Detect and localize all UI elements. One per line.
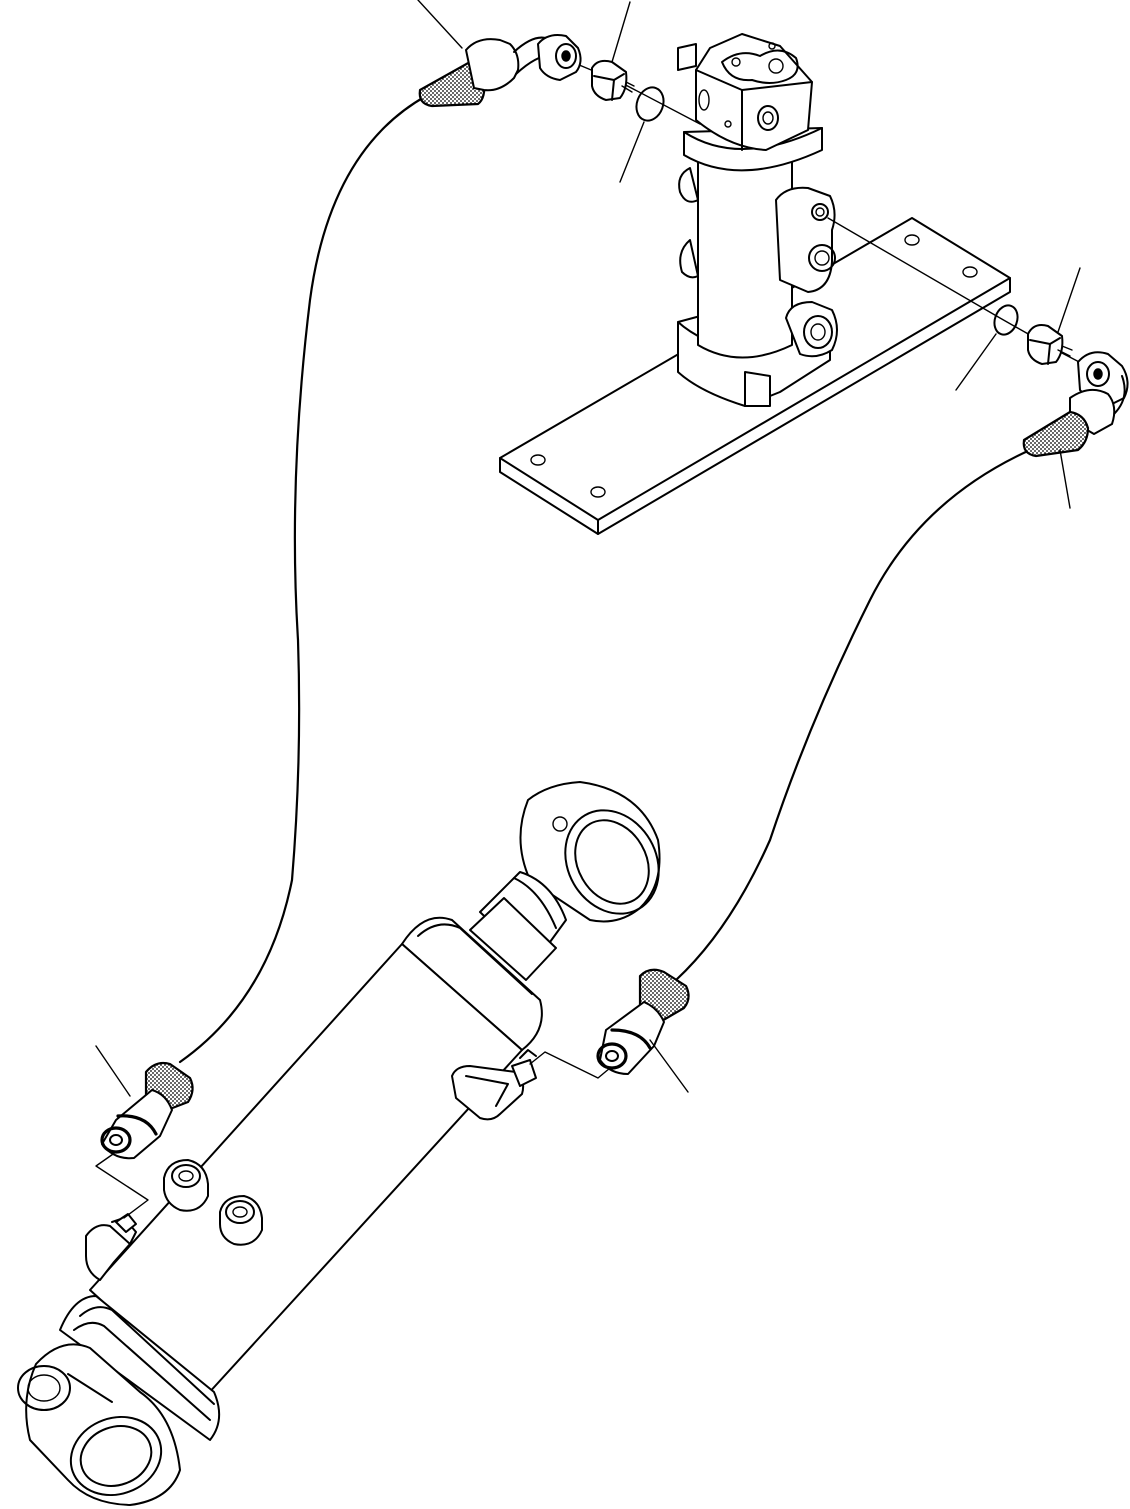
callout-leader-5: [955, 333, 997, 391]
adapter-upper: [591, 59, 635, 101]
lower-hose: [674, 448, 1032, 982]
elbow-fitting-upper: [537, 34, 582, 81]
callout-leader-8: [95, 1045, 131, 1097]
callout-leader-7: [649, 1039, 689, 1093]
adapter-lower: [1027, 324, 1073, 365]
callout-leader-1: [417, 0, 463, 49]
swivel-joint: [677, 33, 838, 407]
callout-leader-6: [1059, 449, 1071, 509]
callout-leaders: [95, 0, 1081, 1097]
callout-leader-4: [1057, 267, 1081, 333]
callout-leader-3: [619, 121, 645, 183]
upper-hose: [178, 94, 428, 1064]
hydraulic-cylinder: [17, 781, 661, 1506]
hose-end-upper-cylinder: [596, 968, 690, 1075]
callout-leader-2: [611, 1, 631, 63]
hose-end-lower-top: [1022, 388, 1116, 458]
o-ring-upper: [635, 86, 665, 122]
hose-end-lower-cylinder: [100, 1061, 194, 1160]
hose-end-upper-top: [418, 36, 563, 108]
o-ring-lower: [993, 304, 1019, 336]
